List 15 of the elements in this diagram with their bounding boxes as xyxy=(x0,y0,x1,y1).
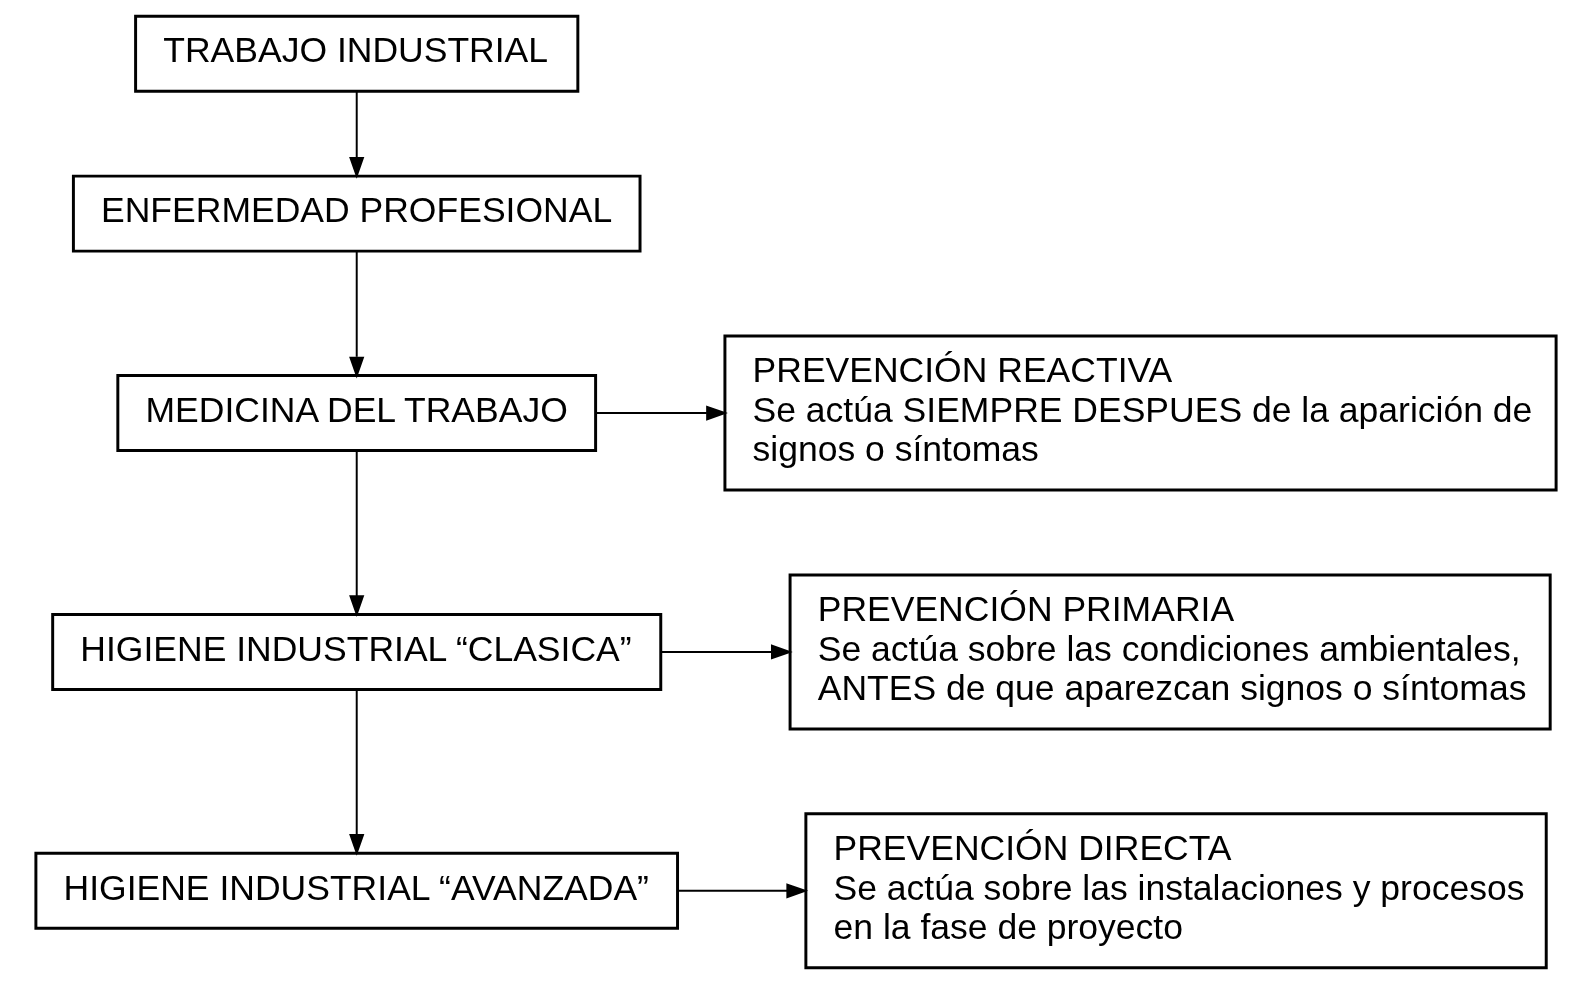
node-box: PREVENCIÓN DIRECTA Se actúa sobre las instalaciones y procesos en la fase de proyecto xyxy=(804,812,1548,970)
node-box: PREVENCIÓN REACTIVA Se actúa SIEMPRE DESPUES de la aparición de signos o síntomas xyxy=(723,334,1558,492)
arrow xyxy=(349,449,365,617)
node-box: TRABAJO INDUSTRIAL xyxy=(134,14,580,93)
arrow xyxy=(659,644,793,660)
arrow xyxy=(349,90,365,179)
node-box: HIGIENE INDUSTRIAL “CLASICA” xyxy=(51,612,663,691)
arrow xyxy=(349,250,365,379)
arrow xyxy=(349,688,365,856)
node-box: ENFERMEDAD PROFESIONAL xyxy=(71,174,642,253)
node-box: MEDICINA DEL TRABAJO xyxy=(116,374,598,453)
arrow xyxy=(595,405,728,421)
node-box: HIGIENE INDUSTRIAL “AVANZADA” xyxy=(34,851,679,930)
arrow xyxy=(676,883,809,899)
node-box: PREVENCIÓN PRIMARIA Se actúa sobre las condiciones ambientales, ANTES de que aparezcan signos o síntomas xyxy=(788,573,1552,731)
